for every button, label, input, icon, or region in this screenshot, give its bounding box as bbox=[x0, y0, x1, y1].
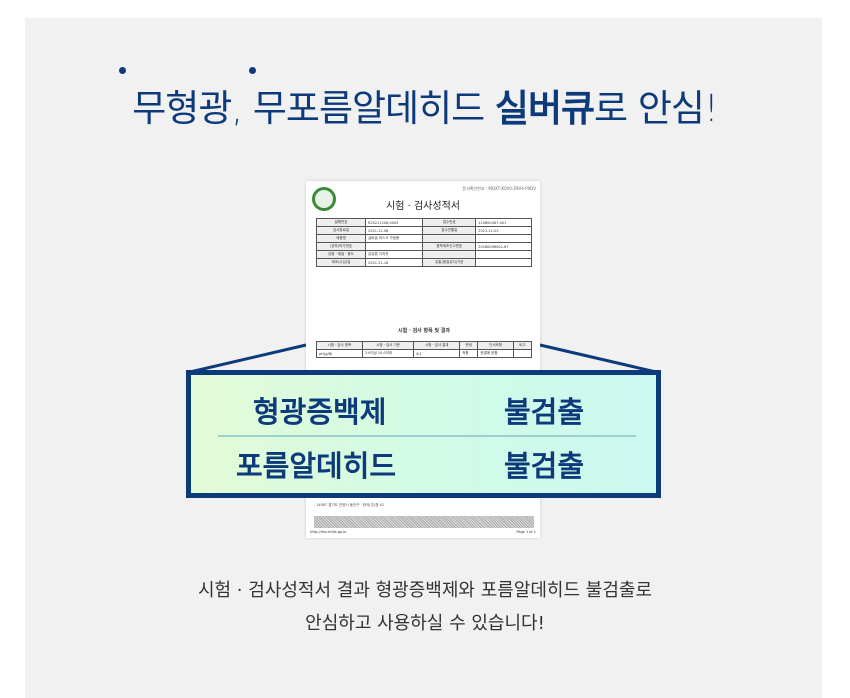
cell: 2021-11-18 bbox=[365, 258, 424, 267]
cell: 6.1 bbox=[413, 349, 461, 358]
cell: 발행번호 bbox=[315, 218, 367, 227]
caption-line: 안심하고 사용하실 수 있습니다! bbox=[305, 613, 545, 634]
col-header: 판정 bbox=[459, 341, 479, 350]
cell bbox=[512, 349, 533, 358]
col-header: 시험 · 검사 항목 bbox=[316, 341, 363, 350]
cell bbox=[422, 234, 477, 243]
cell bbox=[365, 242, 424, 251]
cell: 210800467-001 bbox=[475, 218, 532, 227]
cell bbox=[475, 250, 532, 259]
doc-number: 문서확인번호 : MQXT-XOV0-Z9V4-PXOV bbox=[462, 186, 536, 191]
cell: 유형 · 재질 · 용도 bbox=[315, 250, 367, 259]
headline-suffix: 로 안심! bbox=[594, 87, 719, 130]
headline-brand: 실버큐 bbox=[494, 87, 595, 130]
cell: 섬유류 기저귀 bbox=[365, 250, 424, 259]
results-title: 시험 · 검사 항목 및 결과 bbox=[397, 328, 450, 334]
col-header: 시험 · 검사 기준 bbox=[361, 341, 415, 350]
cell: 실버큐 마스크 가정용 bbox=[365, 234, 424, 243]
callout-row: 포름알데히드 불검출 bbox=[191, 433, 656, 489]
substance-result: 불검출 bbox=[504, 395, 585, 429]
cell: 접수번호 bbox=[422, 218, 477, 227]
callout-row: 형광증백제 불검출 bbox=[191, 379, 656, 435]
emphasis-dot bbox=[119, 67, 126, 74]
barcode-strip bbox=[314, 516, 534, 528]
cell: 2021-12-02 bbox=[475, 226, 532, 235]
cell: 유통(품질유지)기한 bbox=[422, 258, 477, 267]
doc-url: http://ims.mfds.go.kr bbox=[310, 530, 347, 534]
cell bbox=[422, 250, 477, 259]
cell: 제조(수입)일 bbox=[315, 258, 367, 267]
cell: pH(g/B) bbox=[316, 349, 363, 358]
col-header: 단서조항 bbox=[477, 341, 514, 350]
headline-prefix: 무형광, 무포름알데히드 bbox=[132, 87, 495, 130]
cell: 제품명 bbox=[315, 234, 367, 243]
cell: 20180096002-67 bbox=[475, 242, 532, 251]
doc-page: Page 1 of 1 bbox=[516, 530, 536, 534]
substance-result: 불검출 bbox=[504, 449, 585, 483]
cell: 2021-12-08 bbox=[365, 226, 424, 235]
substance-name: 포름알데히드 bbox=[236, 449, 397, 483]
cell: 품목제조신고번호 bbox=[422, 242, 477, 251]
cell: R20211208-0005 bbox=[365, 218, 424, 227]
certification-stamp-icon bbox=[312, 187, 336, 211]
cell: (공부)허가번호 bbox=[315, 242, 367, 251]
cell: 접수연월일 bbox=[422, 226, 477, 235]
substance-name: 형광증백제 bbox=[253, 395, 387, 429]
doc-title: 시험 · 검사성적서 bbox=[386, 201, 460, 212]
emphasis-dot bbox=[249, 67, 256, 74]
headline: 무형광, 무포름알데히드 실버큐로 안심! bbox=[0, 78, 850, 132]
cell: 한결에 한함 bbox=[477, 349, 514, 358]
cell: 3.0이상 10.0이하 bbox=[361, 349, 415, 358]
cell: 검사완료일 bbox=[315, 226, 367, 235]
col-header: 비고 bbox=[512, 341, 533, 350]
caption: 시험 · 검사성적서 결과 형광증백제와 포름알데히드 불검출로 안심하고 사용… bbox=[0, 574, 850, 640]
cell bbox=[475, 234, 532, 243]
cell: 적합 bbox=[459, 349, 479, 358]
doc-footer: 14087 경기도 안양시 동안구 · 한국(주)경·42 bbox=[316, 503, 384, 507]
cell bbox=[475, 258, 532, 267]
col-header: 시험 · 검사 결과 bbox=[413, 341, 461, 350]
divider bbox=[218, 435, 636, 437]
caption-line: 시험 · 검사성적서 결과 형광증백제와 포름알데히드 불검출로 bbox=[197, 580, 653, 601]
